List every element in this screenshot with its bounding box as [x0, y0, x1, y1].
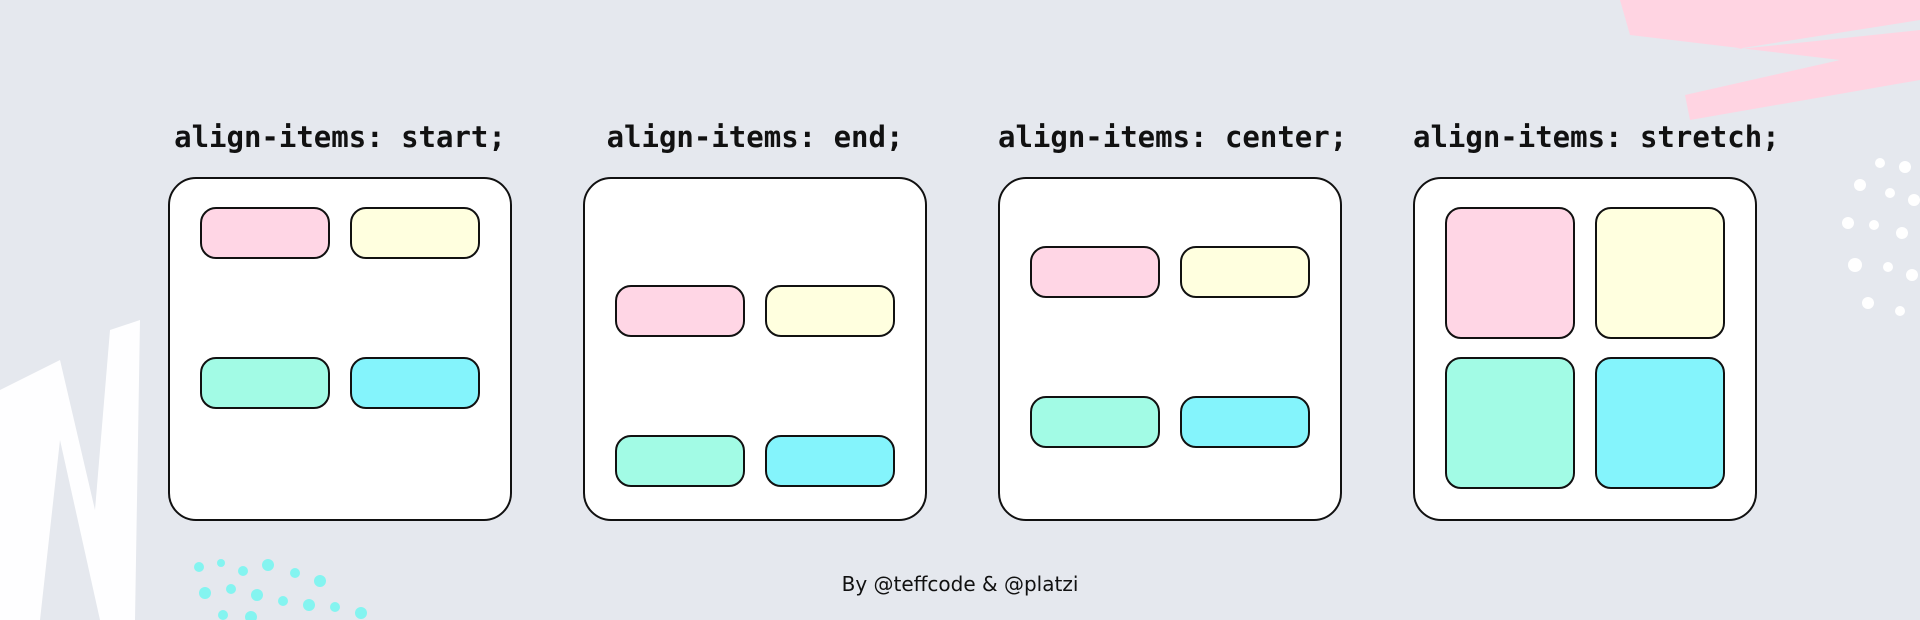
grid-item-mint: [200, 357, 330, 409]
pink-brush-stroke-decoration: [1620, 0, 1920, 120]
grid-item-yellow: [350, 207, 480, 259]
grid-item-cyan: [1595, 357, 1725, 489]
panel-align-center: align-items: center;: [998, 120, 1348, 521]
grid-item-cyan: [1180, 396, 1310, 448]
panel-align-end: align-items: end;: [583, 120, 927, 521]
grid-item-mint: [1030, 396, 1160, 448]
panel-title: align-items: end;: [606, 120, 904, 154]
grid-item-yellow: [765, 285, 895, 337]
grid-item-mint: [615, 435, 745, 487]
grid-item-yellow: [1595, 207, 1725, 339]
white-dots-decoration: [1842, 158, 1920, 316]
grid-item-cyan: [350, 357, 480, 409]
grid-container: [168, 177, 512, 521]
panel-align-stretch: align-items: stretch;: [1413, 120, 1780, 521]
panel-title: align-items: start;: [174, 120, 506, 154]
credit-text: By @teffcode & @platzi: [841, 572, 1079, 596]
grid-item-pink: [1445, 207, 1575, 339]
grid-item-pink: [615, 285, 745, 337]
grid-item-cyan: [765, 435, 895, 487]
panel-title: align-items: stretch;: [1413, 120, 1780, 154]
grid-container: [583, 177, 927, 521]
panel-align-start: align-items: start;: [168, 120, 512, 521]
grid-item-pink: [1030, 246, 1160, 298]
grid-container: [1413, 177, 1757, 521]
grid-item-pink: [200, 207, 330, 259]
grid-item-yellow: [1180, 246, 1310, 298]
grid-item-mint: [1445, 357, 1575, 489]
panel-title: align-items: center;: [998, 120, 1348, 154]
grid-container: [998, 177, 1342, 521]
